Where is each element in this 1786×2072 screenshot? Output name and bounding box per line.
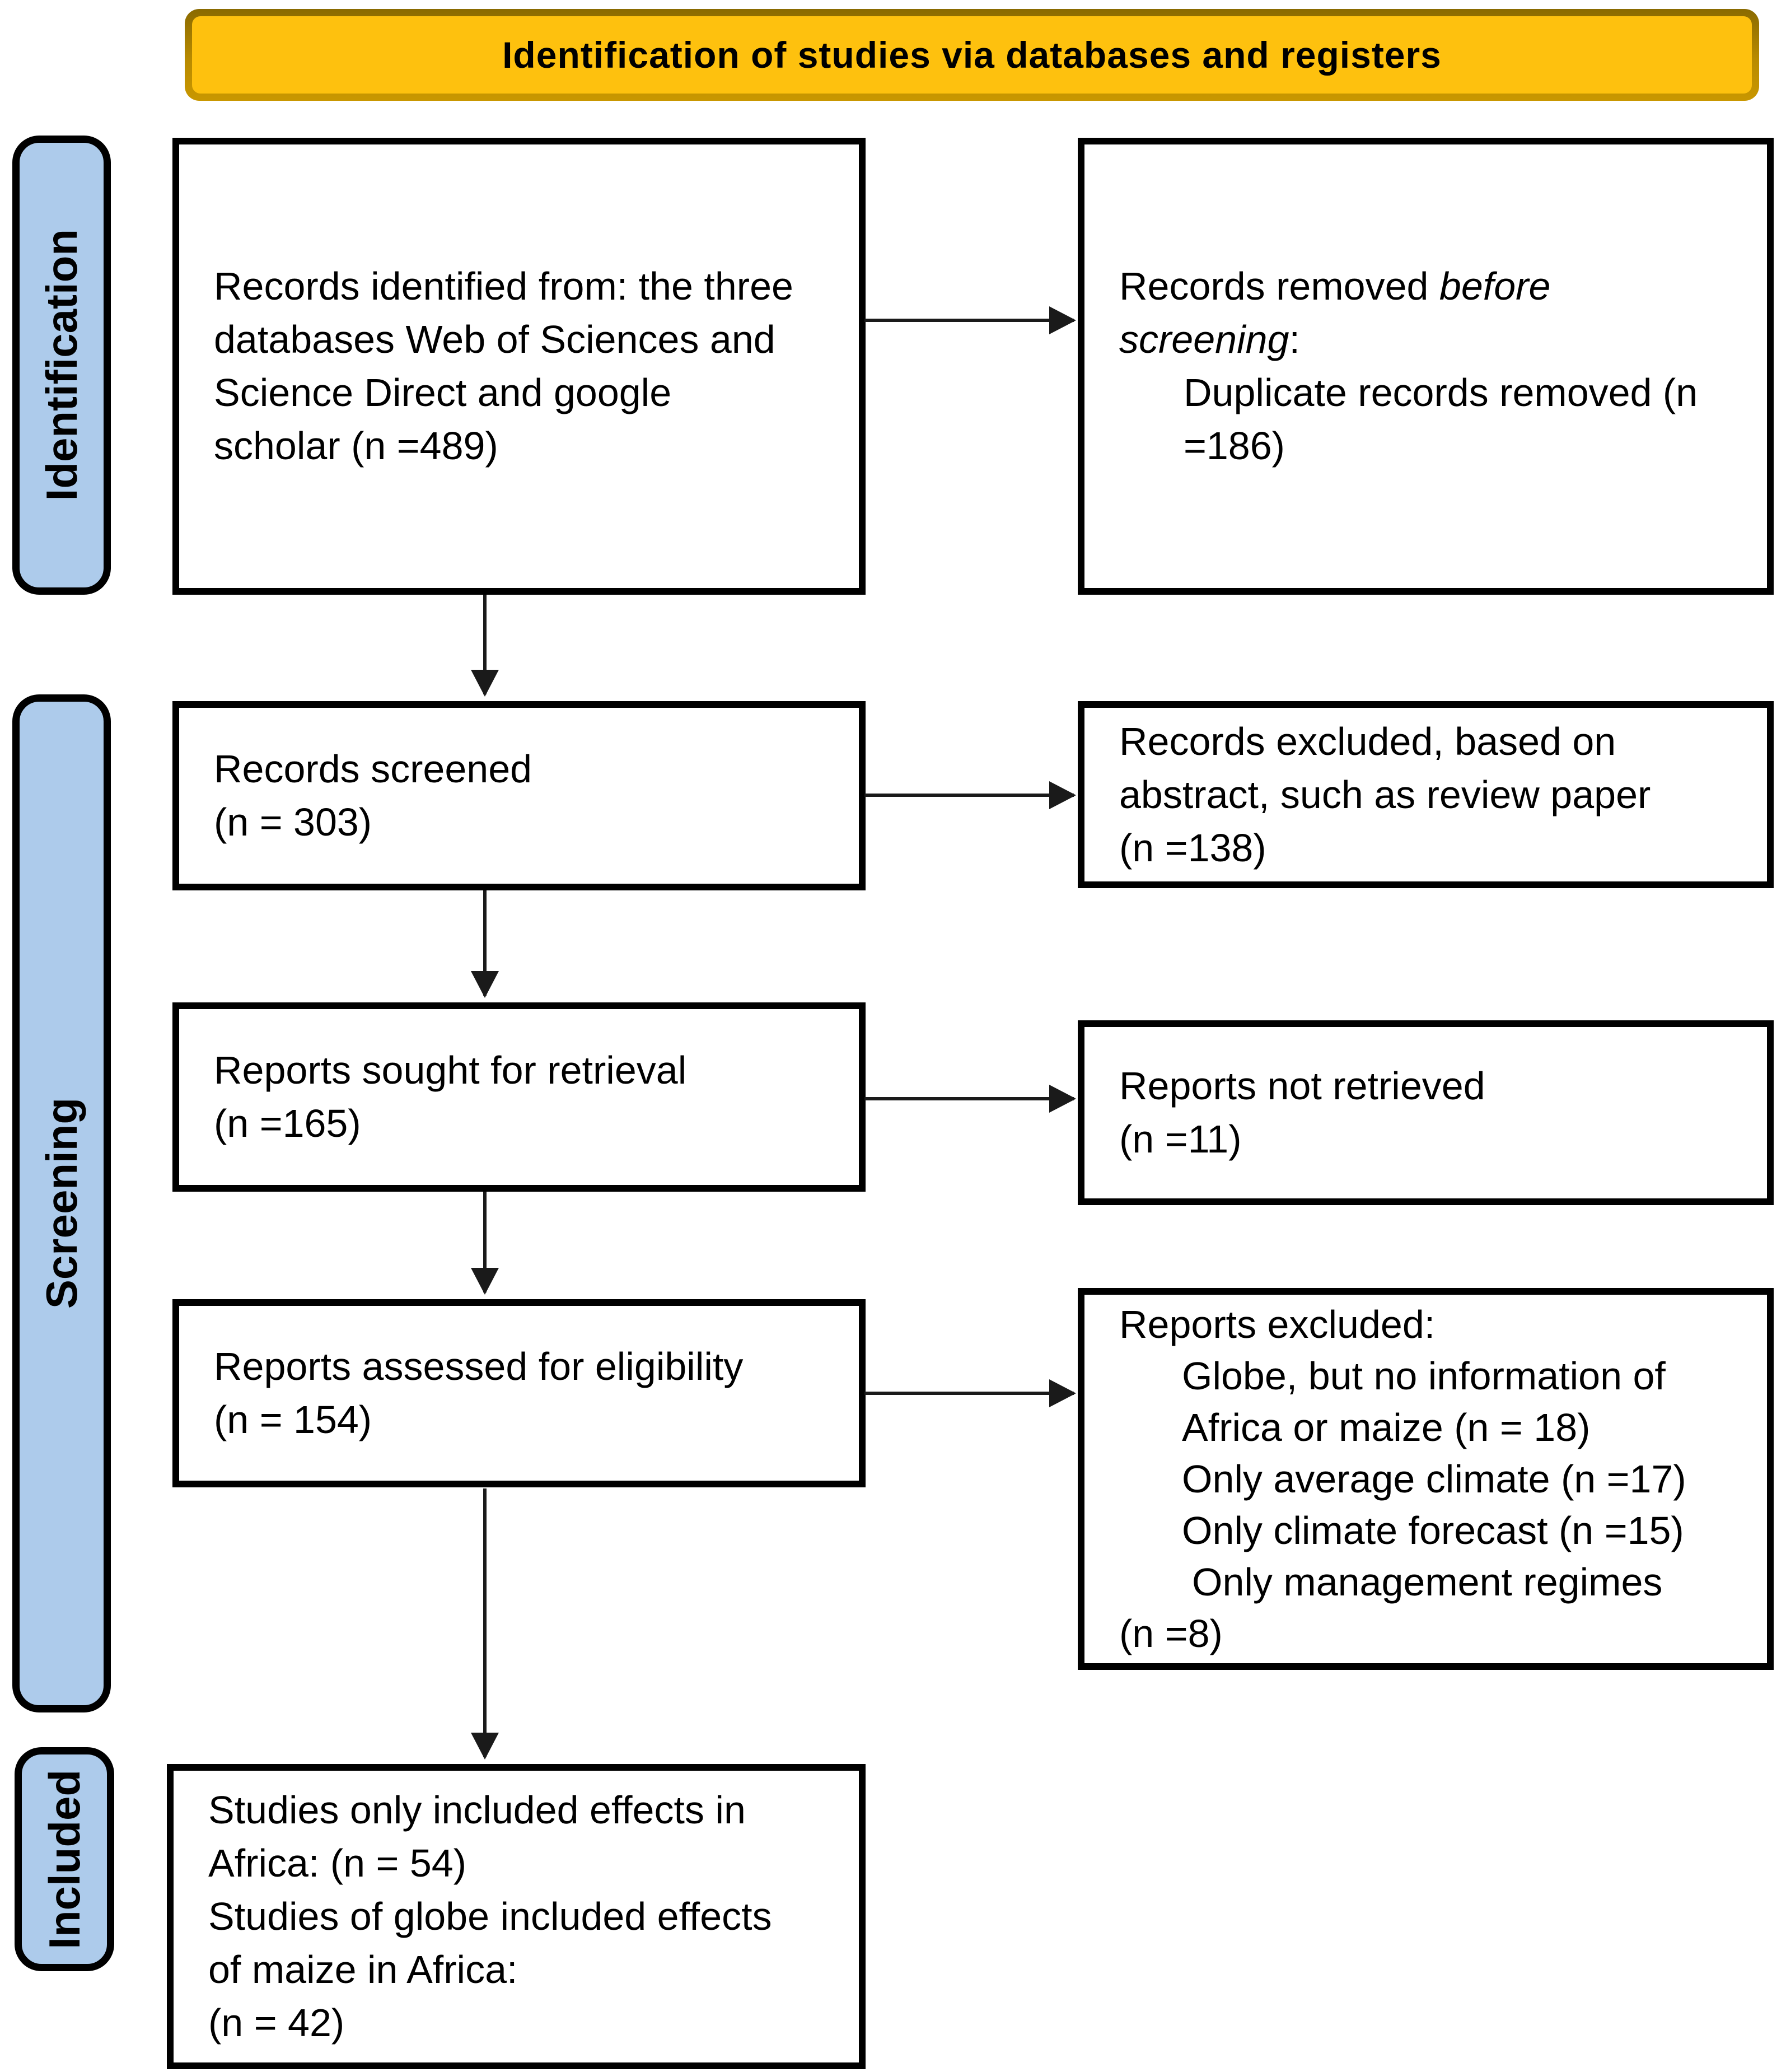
text-line: Reports assessed for eligibility [214, 1345, 744, 1388]
stage-label-identification-text: Identification [36, 229, 86, 501]
text-line: (n = 303) [214, 800, 372, 844]
text-line: of maize in Africa: [208, 1948, 518, 1991]
stage-label-screening: Screening [12, 694, 111, 1712]
stage-label-included-text: Included [39, 1769, 89, 1949]
text-line: Records excluded, based on [1119, 719, 1616, 763]
stage-label-included: Included [15, 1747, 114, 1971]
text-line: Records removed before [1119, 264, 1551, 308]
text-line: Studies only included effects in [208, 1788, 746, 1832]
box-reports-not-retrieved: Reports not retrieved (n =11) [1078, 1020, 1774, 1205]
text-line: Reports not retrieved [1119, 1064, 1485, 1108]
text-line: (n = 42) [208, 2001, 345, 2045]
text-line: Africa: (n = 54) [208, 1841, 467, 1885]
text-line: Only average climate (n =17) [1182, 1457, 1686, 1501]
banner-inner: Identification of studies via databases … [192, 16, 1752, 94]
text-line: Science Direct and google [214, 371, 672, 414]
text-line: Reports excluded: [1119, 1303, 1436, 1346]
text-line: (n =165) [214, 1102, 361, 1145]
text-line: Records screened [214, 747, 532, 791]
text-line: scholar (n =489) [214, 424, 498, 468]
text-line: Globe, but no information of [1182, 1354, 1666, 1398]
banner-identification-of-studies: Identification of studies via databases … [185, 9, 1759, 101]
text-line: (n = 154) [214, 1398, 372, 1441]
banner-title: Identification of studies via databases … [502, 34, 1442, 76]
stage-label-identification: Identification [12, 136, 111, 595]
text-line: (n =138) [1119, 825, 1266, 870]
text-line: databases Web of Sciences and [214, 318, 775, 361]
text-line: Reports sought for retrieval [214, 1048, 687, 1092]
text-line: screening: [1119, 318, 1300, 361]
box-records-identified: Records identified from: the three databa… [172, 138, 866, 595]
box-reports-assessed: Reports assessed for eligibility (n = 154… [172, 1299, 866, 1487]
text-line: Only management regimes [1192, 1560, 1663, 1604]
box-records-removed-before-screening: Records removed before screening: Duplicat… [1078, 138, 1774, 595]
box-studies-included: Studies only included effects in Africa: … [167, 1764, 866, 2069]
text-line: Only climate forecast (n =15) [1182, 1509, 1684, 1552]
text-line: (n =11) [1119, 1117, 1242, 1161]
box-reports-excluded: Reports excluded: Globe, but no informati… [1078, 1288, 1774, 1670]
stage-label-screening-text: Screening [36, 1098, 86, 1309]
text-line: Studies of globe included effects [208, 1894, 772, 1938]
text-line: abstract, such as review paper [1119, 772, 1651, 816]
box-records-excluded: Records excluded, based on abstract, such… [1078, 701, 1774, 888]
text-line: Records identified from: the three [214, 264, 793, 308]
text-line: =186) [1184, 424, 1285, 468]
text-line: Africa or maize (n = 18) [1182, 1406, 1591, 1449]
text-line: Duplicate records removed (n [1184, 371, 1698, 414]
box-reports-sought: Reports sought for retrieval (n =165) [172, 1002, 866, 1192]
text-line: (n =8) [1119, 1612, 1223, 1655]
box-records-screened: Records screened (n = 303) [172, 701, 866, 890]
